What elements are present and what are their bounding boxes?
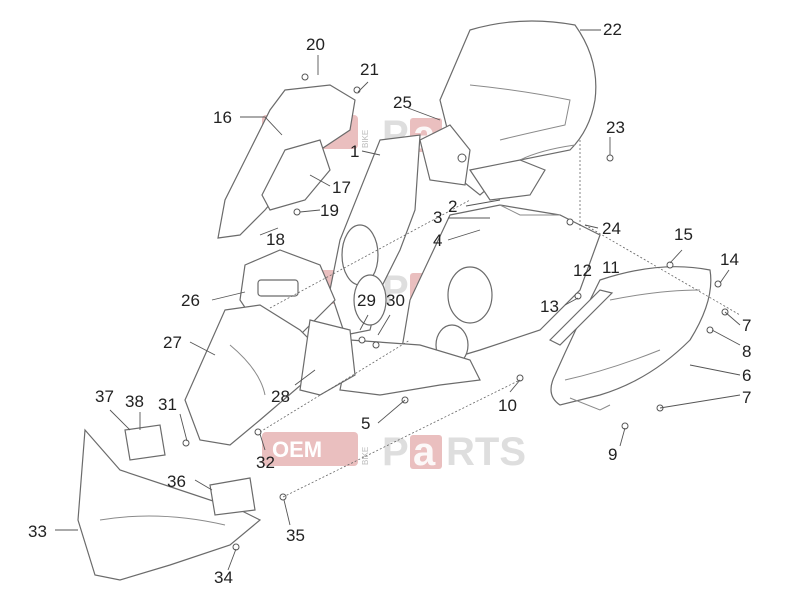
callout-17: 17 <box>332 178 351 197</box>
inner-shield-part <box>329 134 421 336</box>
callout-26: 26 <box>181 291 200 310</box>
callout-1: 1 <box>350 142 359 161</box>
callout-5: 5 <box>361 414 370 433</box>
callout-33: 33 <box>28 522 47 541</box>
vent-duct-part <box>124 424 256 516</box>
callout-8: 8 <box>742 342 751 361</box>
callout-24: 24 <box>602 219 621 238</box>
callout-27: 27 <box>163 333 182 352</box>
callout-16: 16 <box>213 108 232 127</box>
callout-34: 34 <box>214 568 233 587</box>
callout-22: 22 <box>603 20 622 39</box>
front-mudguard-part <box>184 304 331 446</box>
watermark-a: a <box>413 430 436 474</box>
callout-15: 15 <box>674 225 693 244</box>
callout-25: 25 <box>393 93 412 112</box>
front-spoiler-part <box>77 428 262 581</box>
callout-11: 11 <box>602 258 620 277</box>
watermark-p: P <box>382 430 409 474</box>
callout-2: 2 <box>448 197 457 216</box>
callout-23: 23 <box>606 118 625 137</box>
callout-13: 13 <box>540 297 559 316</box>
callout-19: 19 <box>320 201 339 220</box>
callout-4: 4 <box>433 231 442 250</box>
windscreen-bracket-part <box>419 124 546 201</box>
upper-cover-part <box>217 84 356 239</box>
inner-bracket-part <box>299 319 356 396</box>
callout-38: 38 <box>125 392 144 411</box>
windscreen-part <box>439 20 597 196</box>
callout-7-upper: 7 <box>742 316 751 335</box>
callout-9: 9 <box>608 445 617 464</box>
watermark-bottom: OEM BIKE P a RTS <box>262 430 526 474</box>
callout-35: 35 <box>286 526 305 545</box>
callout-labels: 20 21 16 25 1 17 19 18 22 23 2 3 4 24 15… <box>28 20 751 587</box>
callout-21: 21 <box>360 60 379 79</box>
callout-10: 10 <box>498 396 517 415</box>
callout-31: 31 <box>158 395 177 414</box>
callout-20: 20 <box>306 35 325 54</box>
side-trim-part <box>548 289 614 346</box>
callout-3: 3 <box>433 208 442 227</box>
watermark-oem-text: OEM <box>272 437 322 462</box>
callout-30: 30 <box>386 291 405 310</box>
callout-12: 12 <box>573 261 592 280</box>
callout-14: 14 <box>720 250 739 269</box>
leader-lines <box>55 29 741 571</box>
watermark-bike-text: BIKE <box>361 130 370 148</box>
callout-28: 28 <box>271 387 290 406</box>
assembly-lines <box>259 140 741 498</box>
callout-37: 37 <box>95 387 114 406</box>
callout-6: 6 <box>742 366 751 385</box>
watermark-rts: RTS <box>446 430 526 474</box>
callout-29: 29 <box>357 291 376 310</box>
callout-36: 36 <box>167 472 186 491</box>
callout-32: 32 <box>256 453 275 472</box>
callout-7-lower: 7 <box>742 388 751 407</box>
callout-18: 18 <box>266 230 285 249</box>
lower-frame-part <box>339 339 481 396</box>
